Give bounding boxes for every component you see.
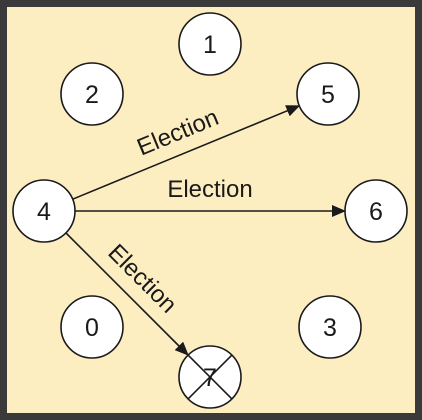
- node-circle: [178, 12, 242, 76]
- node-circle: [12, 179, 76, 243]
- process-node-1: 1: [178, 12, 242, 76]
- election-arrow-6: Election: [75, 176, 346, 217]
- node-circle: [344, 179, 408, 243]
- process-node-7: 7: [178, 345, 242, 409]
- node-label: 2: [85, 81, 99, 109]
- node-label: 6: [369, 198, 383, 226]
- node-circle: [60, 62, 124, 126]
- node-circle: [296, 62, 360, 126]
- process-node-2: 2: [60, 62, 124, 126]
- process-node-5: 5: [296, 62, 360, 126]
- election-label: Election: [167, 176, 252, 203]
- process-node-0: 0: [60, 295, 124, 359]
- node-label: 5: [321, 81, 335, 109]
- arrow-line: [72, 105, 301, 200]
- election-label: Election: [133, 104, 222, 162]
- node-label: 4: [37, 198, 51, 226]
- arrow-line: [65, 232, 189, 356]
- nodes-layer: 1 2 5 4 6 0 3 7: [12, 12, 408, 409]
- node-label: 3: [323, 314, 337, 342]
- crossed-out-icon: [187, 354, 233, 400]
- node-label: 1: [203, 31, 217, 59]
- node-circle: [60, 295, 124, 359]
- node-label: 0: [85, 314, 99, 342]
- process-node-4: 4: [12, 179, 76, 243]
- process-node-6: 6: [344, 179, 408, 243]
- process-node-3: 3: [298, 295, 362, 359]
- node-circle: [298, 295, 362, 359]
